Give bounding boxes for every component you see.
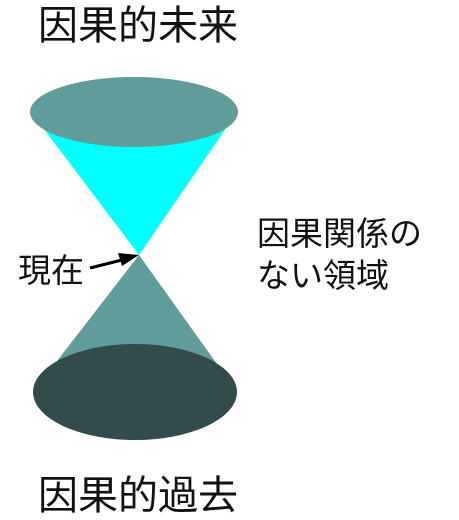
elsewhere-label-line2: ない領域 [257, 256, 389, 295]
elsewhere-label-line1: 因果関係の [257, 214, 422, 253]
past-label: 因果的過去 [38, 473, 238, 519]
present-arrowhead [118, 253, 139, 266]
future-label: 因果的未来 [38, 3, 238, 49]
future-cone [31, 112, 237, 255]
past-cone-cap [33, 344, 237, 440]
present-arrow-line [89, 258, 123, 270]
present-label: 現在 [18, 251, 84, 290]
future-cone-cap [30, 77, 238, 147]
